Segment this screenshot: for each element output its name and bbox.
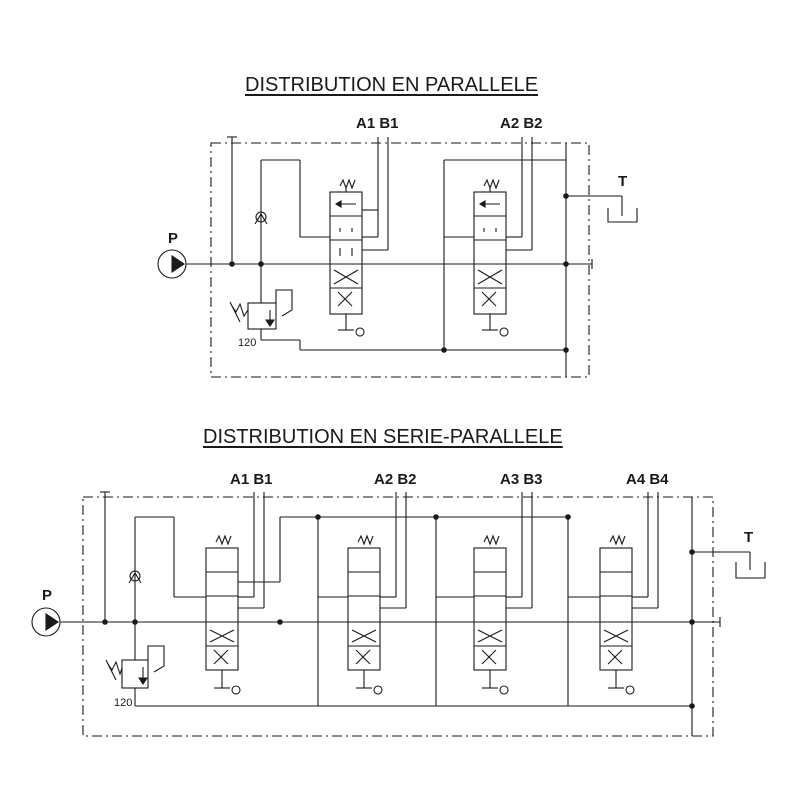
section-2-ports: A2 B2 (374, 471, 417, 488)
relief-setting: 120 (238, 337, 256, 349)
tank-label: T (744, 529, 753, 546)
series-parallel-title: DISTRIBUTION EN SERIE-PARALLELE (203, 426, 563, 448)
spool-valve-section-2 (317, 492, 436, 706)
parallel-title: DISTRIBUTION EN PARALLELE (245, 74, 539, 96)
pump-label: P (42, 587, 52, 604)
diagram-series-parallel: P 120 (31, 471, 766, 737)
section-1-ports: A1 B1 (230, 471, 273, 488)
spring-icon (609, 534, 626, 546)
diagram-parallel: P (157, 115, 638, 378)
relief-valve-symbol (105, 622, 692, 707)
spring-icon (339, 178, 356, 190)
junction-dots (102, 514, 695, 709)
pump-symbol (157, 249, 232, 279)
spring-icon (215, 534, 232, 546)
section-3-ports: A3 B3 (500, 471, 543, 488)
spool-valve-section-2 (443, 137, 566, 350)
housing-boundary (210, 142, 590, 378)
relief-setting: 120 (114, 697, 132, 709)
section-4-ports: A4 B4 (626, 471, 669, 488)
check-valve-icon (129, 570, 141, 582)
pump-symbol (31, 607, 105, 637)
section-1-ports: A1 B1 (356, 115, 399, 132)
spring-icon (483, 178, 500, 190)
spool-valve-section-1 (329, 137, 389, 337)
pump-label: P (168, 230, 178, 247)
spool-valve-section-3 (435, 492, 568, 706)
spring-icon (483, 534, 500, 546)
spool-valve-section-4 (567, 492, 659, 706)
junction-dots (229, 193, 569, 353)
relief-valve-symbol (229, 264, 300, 341)
spring-icon (357, 534, 374, 546)
section-2-ports: A2 B2 (500, 115, 543, 132)
spool-valve-section-1 (205, 492, 318, 695)
tank-label: T (618, 173, 627, 190)
check-valve-icon (255, 211, 267, 223)
tank-symbol (735, 562, 766, 579)
tank-symbol (607, 208, 638, 223)
housing-boundary (82, 496, 714, 737)
